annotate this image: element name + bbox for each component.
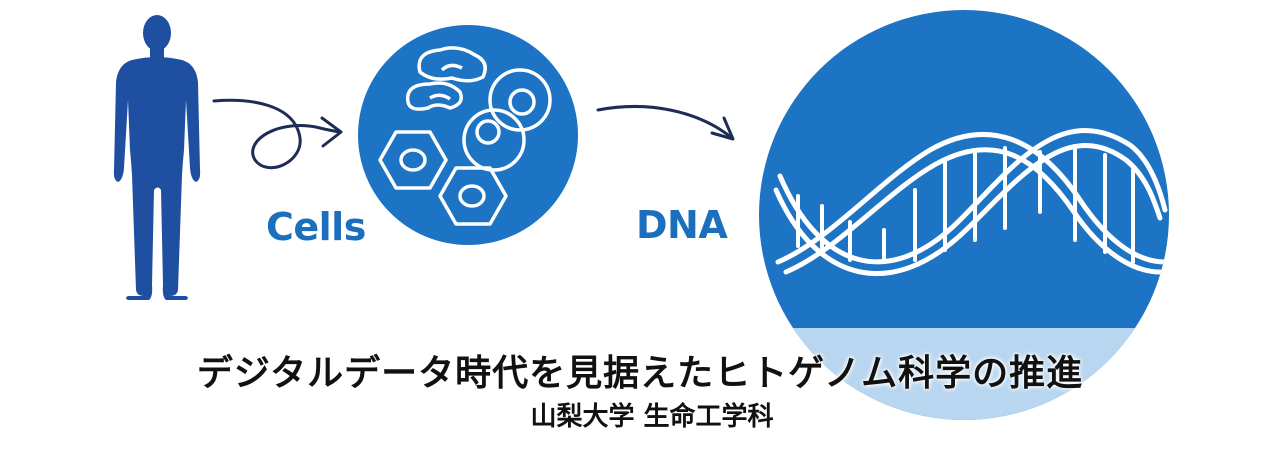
dna-helix-icon [773, 128, 1168, 277]
cells-icon [378, 46, 552, 226]
cells-circle [358, 25, 578, 245]
cells-label: Cells [266, 205, 366, 249]
affiliation-subtitle: 山梨大学 生命工学科 [530, 402, 774, 432]
page-title: デジタルデータ時代を見据えたヒトゲノム科学の推進 [196, 353, 1084, 394]
human-silhouette-icon [113, 15, 201, 300]
arrow-icon [596, 104, 735, 141]
arrow-icon [212, 98, 343, 170]
dna-label: DNA [636, 203, 728, 247]
